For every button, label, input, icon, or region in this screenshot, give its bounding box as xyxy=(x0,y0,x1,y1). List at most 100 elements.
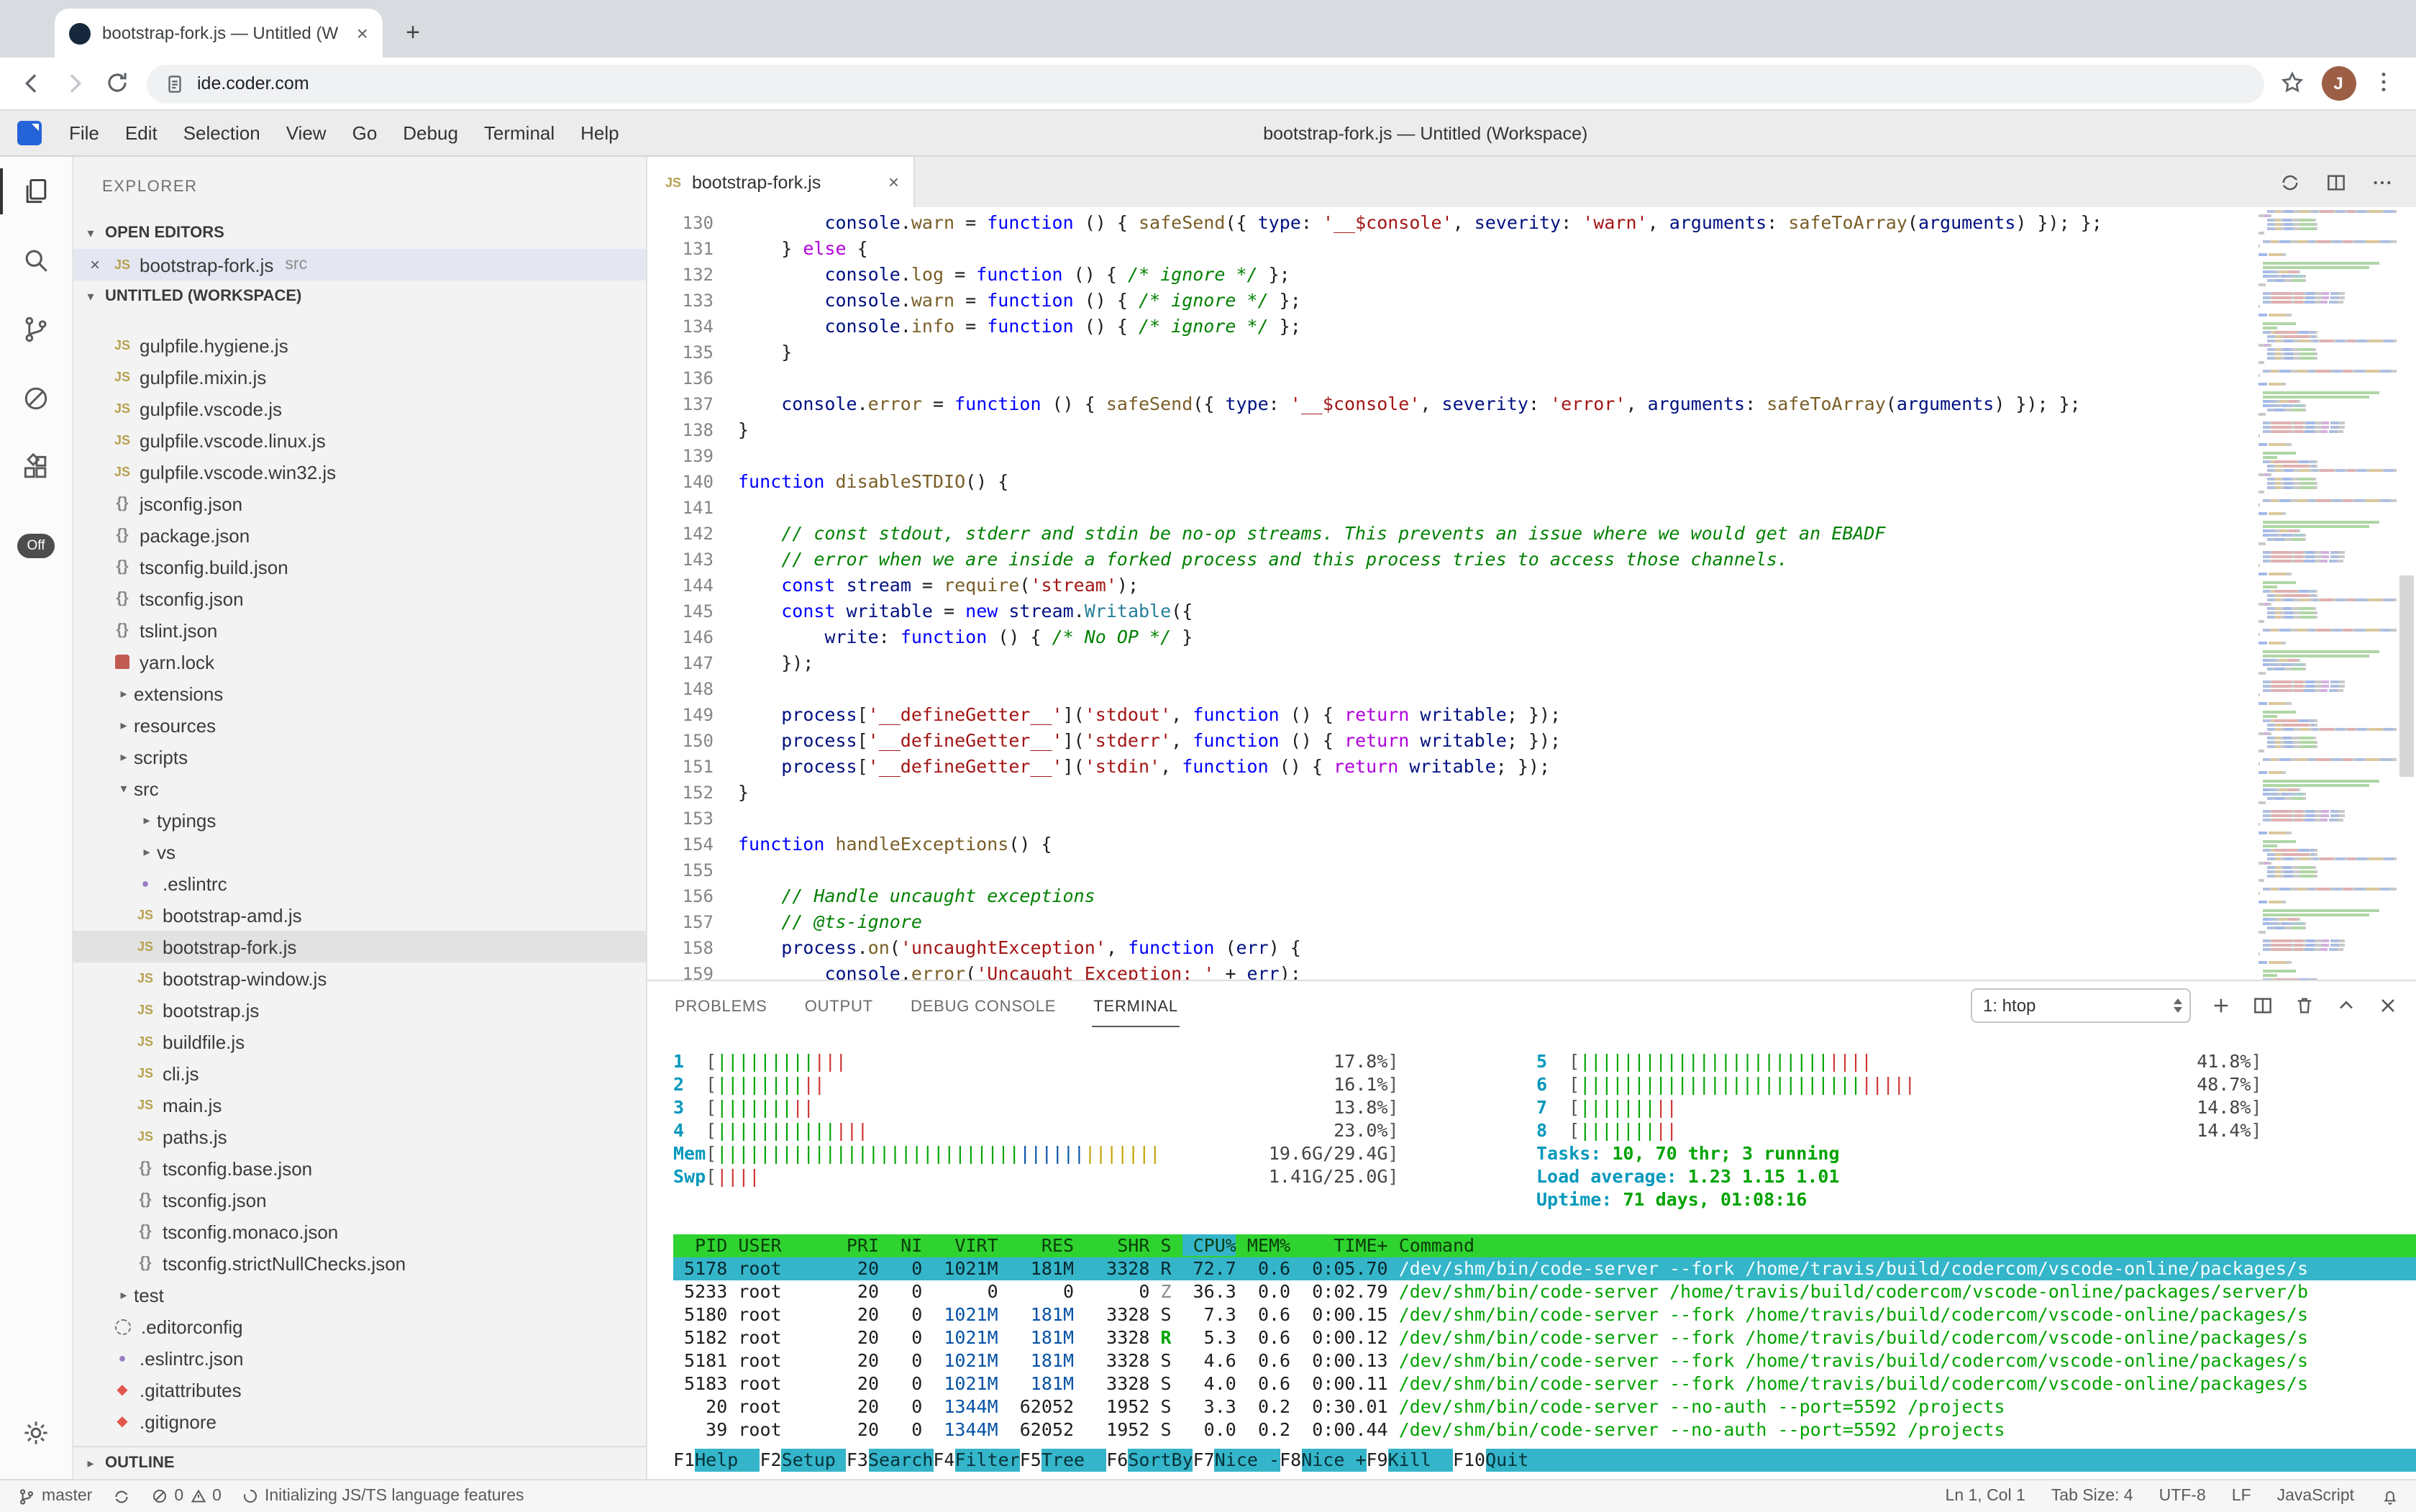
htop-line: 3 [||||||||| 13.8%]7 [||||||||| 14.8%] xyxy=(673,1096,2416,1119)
tree-item-test[interactable]: ▸test xyxy=(73,1279,646,1311)
line-number: 156 xyxy=(682,886,714,906)
tree-item-typings[interactable]: ▸typings xyxy=(73,804,646,836)
terminal-view[interactable]: 1 [|||||||||||| 17.8%]5 [|||||||||||||||… xyxy=(647,1030,2416,1479)
extensions-icon[interactable] xyxy=(0,433,72,502)
tree-item-vs[interactable]: ▸vs xyxy=(73,836,646,867)
menu-go[interactable]: Go xyxy=(352,122,378,144)
collaboration-off-badge[interactable]: Off xyxy=(17,534,55,558)
menu-terminal[interactable]: Terminal xyxy=(483,122,555,144)
tree-item-gitattributes[interactable]: ◆.gitattributes xyxy=(73,1374,646,1406)
panel-tab-output[interactable]: OUTPUT xyxy=(804,998,873,1015)
tree-item-tsconfig-strictnullchecks-json[interactable]: {}tsconfig.strictNullChecks.json xyxy=(73,1247,646,1279)
tree-item-mention-bot[interactable]: ◆.mention-bot xyxy=(73,1437,646,1446)
tree-item-src[interactable]: ▾src xyxy=(73,773,646,804)
tree-item-resources[interactable]: ▸resources xyxy=(73,709,646,741)
open-editors-header[interactable]: ▾ OPEN EDITORS xyxy=(73,217,646,249)
bookmark-star-icon[interactable] xyxy=(2278,69,2307,98)
line-number: 150 xyxy=(682,731,714,751)
scrollbar-thumb[interactable] xyxy=(2399,575,2413,777)
encoding[interactable]: UTF-8 xyxy=(2159,1488,2206,1505)
profile-avatar[interactable]: J xyxy=(2321,66,2356,101)
menu-help[interactable]: Help xyxy=(580,122,619,144)
tree-item-scripts[interactable]: ▸scripts xyxy=(73,741,646,773)
debug-icon[interactable] xyxy=(0,364,72,433)
more-actions-icon[interactable] xyxy=(2370,170,2393,193)
sync-editors-icon[interactable] xyxy=(2278,170,2301,193)
tree-item-tslint-json[interactable]: {}tslint.json xyxy=(73,614,646,646)
tree-item-tsconfig-json[interactable]: {}tsconfig.json xyxy=(73,583,646,614)
back-icon[interactable] xyxy=(17,69,46,98)
menu-selection[interactable]: Selection xyxy=(183,122,260,144)
explorer-icon[interactable] xyxy=(0,157,72,226)
tree-item-tsconfig-json[interactable]: {}tsconfig.json xyxy=(73,1184,646,1216)
split-editor-icon[interactable] xyxy=(2324,170,2347,193)
tree-item-package-json[interactable]: {}package.json xyxy=(73,519,646,551)
editor-scrollbar[interactable] xyxy=(2396,207,2416,980)
menu-debug[interactable]: Debug xyxy=(403,122,458,144)
panel-tab-problems[interactable]: PROBLEMS xyxy=(675,998,767,1015)
close-icon[interactable]: × xyxy=(89,255,100,275)
panel-tab-terminal[interactable]: TERMINAL xyxy=(1092,985,1180,1026)
htop-meter: 8 [||||||||| 14.4%] xyxy=(1536,1119,2262,1141)
address-bar[interactable]: ide.coder.com xyxy=(147,64,2264,103)
outline-section[interactable]: ▸ OUTLINE xyxy=(73,1446,646,1479)
minimap[interactable] xyxy=(2258,207,2396,980)
close-panel-icon[interactable] xyxy=(2376,994,2399,1017)
forward-icon[interactable] xyxy=(60,69,89,98)
cursor-position[interactable]: Ln 1, Col 1 xyxy=(1945,1488,2025,1505)
tree-item-tsconfig-build-json[interactable]: {}tsconfig.build.json xyxy=(73,551,646,583)
tree-item-tsconfig-base-json[interactable]: {}tsconfig.base.json xyxy=(73,1152,646,1184)
split-terminal-icon[interactable] xyxy=(2251,994,2274,1017)
source-control-icon[interactable] xyxy=(0,295,72,364)
terminal-select[interactable]: 1: htop xyxy=(1970,988,2190,1023)
settings-gear-icon[interactable] xyxy=(0,1398,72,1467)
maximize-panel-icon[interactable] xyxy=(2334,994,2357,1017)
tab-close-icon[interactable]: × xyxy=(888,171,899,193)
tree-item-eslintrc-json[interactable]: ●.eslintrc.json xyxy=(73,1342,646,1374)
language-mode[interactable]: JavaScript xyxy=(2276,1488,2354,1505)
browser-tab[interactable]: bootstrap-fork.js — Untitled (W × xyxy=(55,9,383,58)
git-branch-item[interactable]: master xyxy=(17,1487,92,1506)
code-editor[interactable]: 130 console.warn = function () { safeSen… xyxy=(647,207,2258,980)
indentation[interactable]: Tab Size: 4 xyxy=(2051,1488,2133,1505)
open-editor-item[interactable]: × JS bootstrap-fork.js src xyxy=(73,249,646,281)
sync-icon[interactable] xyxy=(112,1487,131,1506)
new-tab-button[interactable]: + xyxy=(406,19,420,46)
tree-item-eslintrc[interactable]: ●.eslintrc xyxy=(73,867,646,899)
editor-tab[interactable]: JS bootstrap-fork.js × xyxy=(647,157,915,207)
browser-menu-icon[interactable] xyxy=(2370,69,2399,98)
tab-close-icon[interactable]: × xyxy=(356,22,368,45)
tree-item-extensions[interactable]: ▸extensions xyxy=(73,678,646,709)
kill-terminal-icon[interactable] xyxy=(2292,994,2315,1017)
menu-edit[interactable]: Edit xyxy=(124,122,158,144)
tree-item-jsconfig-json[interactable]: {}jsconfig.json xyxy=(73,488,646,519)
new-terminal-icon[interactable] xyxy=(2209,994,2232,1017)
eol-sequence[interactable]: LF xyxy=(2231,1488,2251,1505)
tree-item-yarn-lock[interactable]: yarn.lock xyxy=(73,646,646,678)
menu-view[interactable]: View xyxy=(286,122,327,144)
notifications-bell-icon[interactable] xyxy=(2380,1487,2399,1506)
tree-item-gitignore[interactable]: ◆.gitignore xyxy=(73,1406,646,1437)
workspace-header[interactable]: ▾ UNTITLED (WORKSPACE) xyxy=(73,281,646,312)
tree-item-tsconfig-monaco-json[interactable]: {}tsconfig.monaco.json xyxy=(73,1216,646,1247)
problems-item[interactable]: 0 0 xyxy=(151,1488,222,1505)
reload-icon[interactable] xyxy=(104,69,132,98)
tree-item-editorconfig[interactable]: .editorconfig xyxy=(73,1311,646,1342)
js-file-icon: JS xyxy=(114,401,130,416)
menu-file[interactable]: File xyxy=(69,122,99,144)
panel-tab-debug-console[interactable]: DEBUG CONSOLE xyxy=(910,998,1057,1015)
search-icon[interactable] xyxy=(0,226,72,295)
